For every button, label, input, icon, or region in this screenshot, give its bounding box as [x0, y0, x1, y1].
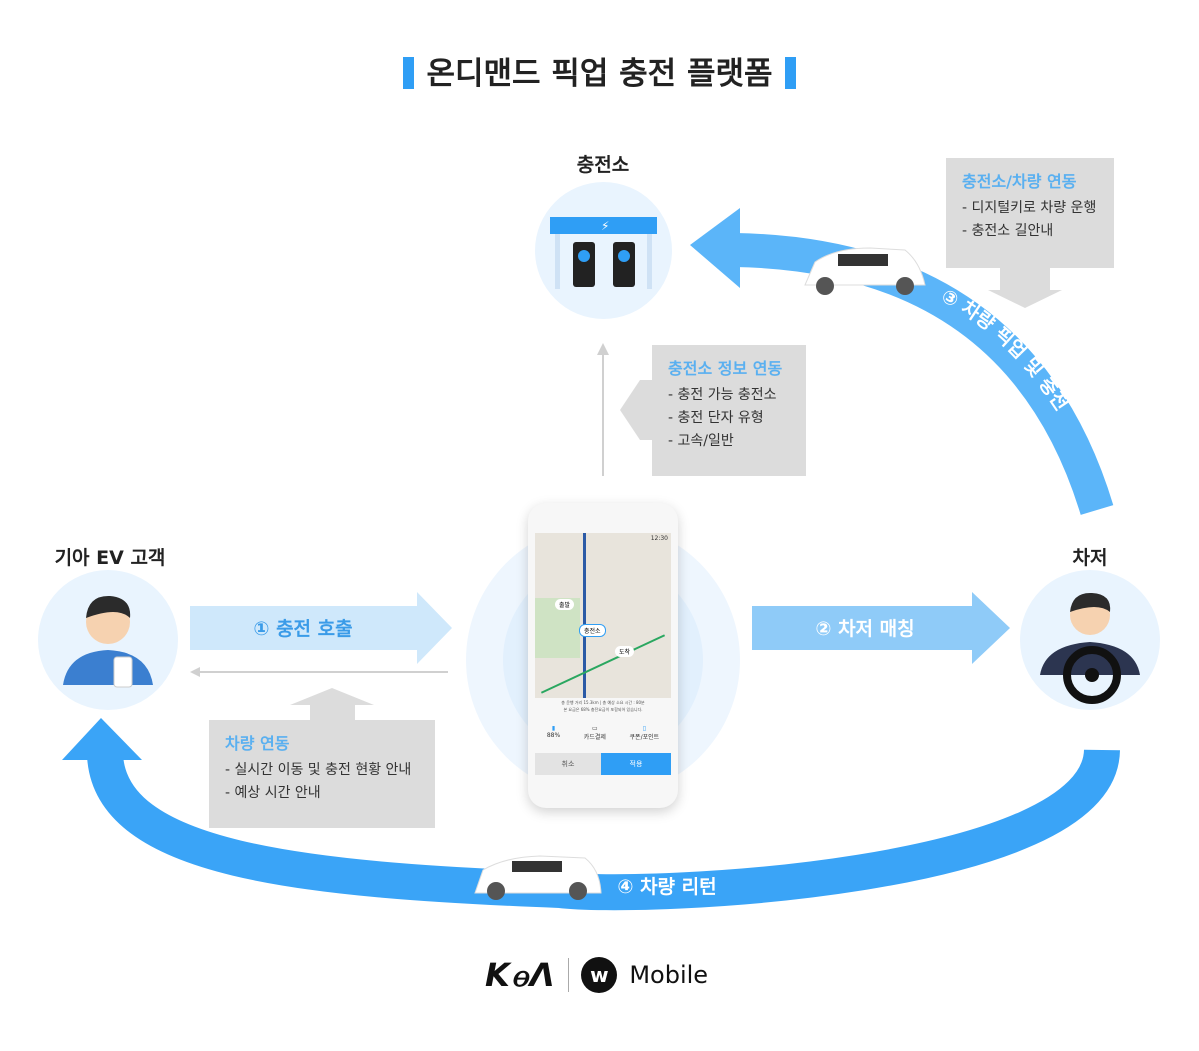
step3-label: ③ 차량 픽업 및 충전 [938, 285, 1073, 415]
box-item: - 충전 가능 충전소 [668, 387, 777, 403]
option-label: 카드결제 [583, 734, 606, 741]
map-label-start: 출발 [555, 599, 575, 610]
title-text: 온디맨드 픽업 충전 플랫폼 [426, 56, 773, 92]
box-item: - 충전소 길안내 [962, 223, 1054, 239]
footer-logos: KⲑΛ w Mobile [485, 955, 708, 995]
step2-label: ② 차저 매칭 [815, 618, 914, 640]
station-info-box: 충전소 정보 연동 - 충전 가능 충전소 - 충전 단자 유형 - 고속/일반 [652, 345, 806, 476]
station-vehicle-box: 충전소/차량 연동 - 디지털키로 차량 운행 - 충전소 길안내 [946, 158, 1114, 268]
box-heading: 충전소 정보 연동 [668, 359, 783, 378]
payment-options: ▮88% ▭카드결제 ▯쿠폰/포인트 [535, 725, 671, 741]
map-view: 12:30 출발 충전소 도착 [535, 533, 671, 698]
box-item: - 실시간 이동 및 충전 현황 안내 [225, 762, 412, 778]
arc-step3-arrowhead [690, 208, 740, 288]
box-item: - 예상 시간 안내 [225, 785, 321, 801]
driver-label: 차저 [1072, 547, 1108, 569]
w-mobile-logo-icon: w [581, 957, 618, 993]
svg-text:⚡: ⚡ [601, 219, 609, 233]
step4-label: ④ 차량 리턴 [617, 876, 716, 898]
station-vehicle-arrow [988, 268, 1062, 308]
summary-line: 총 운행 거리 15.3km | 총 예상 소요 시간 : 80분 [561, 700, 645, 705]
page-title: 온디맨드 픽업 충전 플랫폼 [0, 48, 1199, 93]
trip-summary: 총 운행 거리 15.3km | 총 예상 소요 시간 : 80분 본 요금은 … [535, 699, 671, 713]
arrow-step2 [752, 592, 1010, 664]
box-item: - 충전 단자 유형 [668, 410, 764, 426]
customer-avatar [38, 570, 178, 710]
apply-button[interactable]: 적용 [601, 753, 671, 775]
station-info-arrow [620, 380, 652, 440]
option-label: 88% [546, 732, 561, 739]
battery-option[interactable]: ▮88% [546, 725, 561, 739]
option-label: 쿠폰/포인트 [629, 734, 660, 741]
mobile-logo-text: Mobile [629, 961, 709, 989]
step1-label: ① 충전 호출 [253, 618, 352, 640]
vehicle-arrow [290, 688, 374, 720]
vehicle-box: 차량 연동 - 실시간 이동 및 충전 현황 안내 - 예상 시간 안내 [209, 720, 435, 828]
driver-avatar [1020, 570, 1160, 710]
box-heading: 차량 연동 [225, 734, 290, 753]
summary-line: 본 요금은 68% 충전요금이 포함되어 있습니다. [563, 707, 643, 712]
car-icon-top [804, 247, 926, 295]
arc-step4-arrowhead [62, 718, 142, 760]
phone-mockup: 12:30 출발 충전소 도착 총 운행 거리 15.3km | 총 예상 소요… [528, 503, 678, 808]
car-icon-bottom [474, 855, 602, 900]
kia-logo: KⲑΛ [485, 955, 557, 994]
box-heading: 충전소/차량 연동 [962, 172, 1077, 191]
coupon-option[interactable]: ▯쿠폰/포인트 [629, 725, 660, 741]
station-label: 충전소 [576, 154, 630, 176]
map-label-station: 충전소 [579, 624, 606, 637]
box-item: - 고속/일반 [668, 433, 734, 449]
status-time: 12:30 [650, 535, 668, 542]
arc-step3 [734, 233, 1114, 515]
customer-label: 기아 EV 고객 [54, 547, 166, 569]
map-label-end: 도착 [615, 646, 635, 657]
box-item: - 디지털키로 차량 운행 [962, 200, 1097, 216]
charging-station-icon: ⚡ [535, 182, 672, 319]
card-option[interactable]: ▭카드결제 [583, 725, 606, 741]
cancel-button[interactable]: 취소 [535, 753, 601, 775]
arrow-step1 [190, 592, 452, 664]
